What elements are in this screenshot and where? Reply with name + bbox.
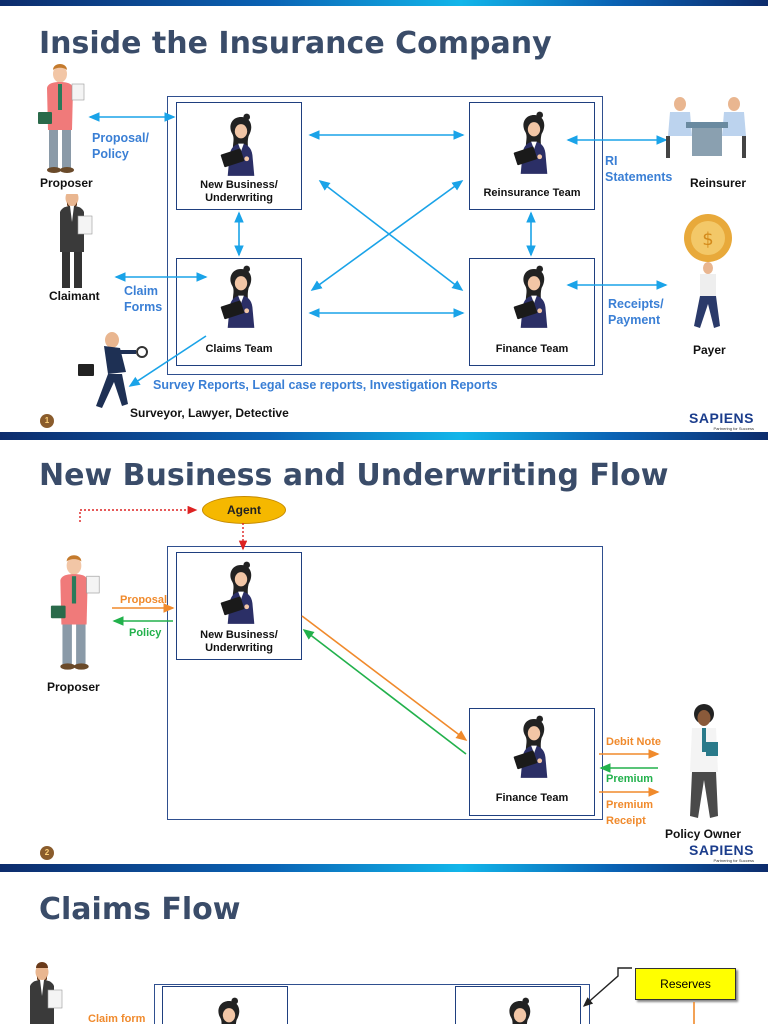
box-new-business: New Business/ Underwriting [176, 552, 302, 660]
box-claims-team [162, 986, 288, 1024]
box-reinsurance: Reinsurance Team [469, 102, 595, 210]
sapiens-tagline: Partnering for Success [713, 426, 754, 431]
policy-owner-label: Policy Owner [665, 827, 742, 841]
box-finance: Finance Team [469, 258, 595, 366]
box-label: Finance Team [495, 343, 569, 355]
box-label: Reinsurance Team [483, 187, 581, 199]
flow-label-ri-statements: RI Statements [605, 154, 673, 184]
flow-label-proposal: Proposal [120, 594, 168, 606]
flow-label-receipts-payment: Receipts/ Payment [608, 297, 664, 327]
box-label: New Business/ Underwriting [200, 179, 278, 204]
flow-arrows [79, 505, 660, 797]
flow-label-claim-forms: Claim Forms [124, 284, 163, 314]
reserves-node: Reserves [635, 968, 736, 1000]
claimant-icon [59, 194, 93, 288]
top-band [0, 864, 768, 872]
detective-icon [78, 332, 148, 408]
slide-claims-flow: Claims Flow Reserves Claim form [0, 864, 768, 1024]
agent-node: Agent [202, 496, 286, 524]
box-label: New Business/ Underwriting [200, 629, 278, 654]
proposer-label: Proposer [47, 680, 100, 694]
box-new-business: New Business/ Underwriting [176, 102, 302, 210]
proposer-icon [37, 63, 85, 174]
slide-title: New Business and Underwriting Flow [39, 458, 669, 493]
company-frame [167, 546, 603, 820]
claimant-label: Claimant [49, 289, 100, 303]
reinsurer-label: Reinsurer [690, 176, 747, 190]
box-label: Finance Team [495, 792, 569, 804]
payer-icon: $ [684, 214, 732, 328]
box-label: Claims Team [205, 343, 273, 355]
svg-text:$: $ [702, 229, 713, 250]
company-frame [167, 96, 603, 375]
proposer-label: Proposer [40, 176, 93, 190]
flow-label-policy: Policy [129, 627, 162, 639]
flow-arrows [582, 967, 695, 1024]
proposer-icon [50, 554, 100, 670]
sapiens-tagline: Partnering for Success [713, 858, 754, 863]
page-number-badge: 2 [40, 846, 54, 860]
flow-label-claim-form: Claim form [88, 1013, 146, 1024]
sapiens-logo: SAPIENS Partnering for Success [689, 410, 754, 431]
surveyor-label: Surveyor, Lawyer, Detective [130, 406, 289, 420]
flow-label-premium: Premium [606, 773, 654, 785]
flow-label-premium-receipt: Premium Receipt [606, 799, 654, 827]
box-finance: Finance Team [469, 708, 595, 816]
claimant-icon [29, 961, 63, 1024]
flow-label-proposal-policy: Proposal/ Policy [92, 131, 149, 161]
page-number-badge: 1 [40, 414, 54, 428]
top-band [0, 0, 768, 6]
flow-label-debit-note: Debit Note [606, 736, 661, 748]
slide-new-business-flow: New Business and Underwriting Flow Agent… [0, 432, 768, 870]
top-band [0, 432, 768, 440]
flow-label-reports: Survey Reports, Legal case reports, Inve… [153, 378, 498, 392]
flow-arrows [88, 112, 668, 387]
sapiens-logo-text: SAPIENS [689, 842, 754, 858]
slide-inside-insurance-company: Inside the Insurance Company New Busines… [0, 0, 768, 436]
sapiens-logo-text: SAPIENS [689, 410, 754, 426]
reinsurer-icon [666, 97, 746, 158]
sapiens-logo: SAPIENS Partnering for Success [689, 842, 754, 863]
box-finance-team [455, 986, 581, 1024]
slide-title: Claims Flow [39, 892, 241, 927]
payer-label: Payer [693, 343, 726, 357]
policy-owner-icon [690, 704, 718, 818]
slide-title: Inside the Insurance Company [39, 26, 552, 61]
